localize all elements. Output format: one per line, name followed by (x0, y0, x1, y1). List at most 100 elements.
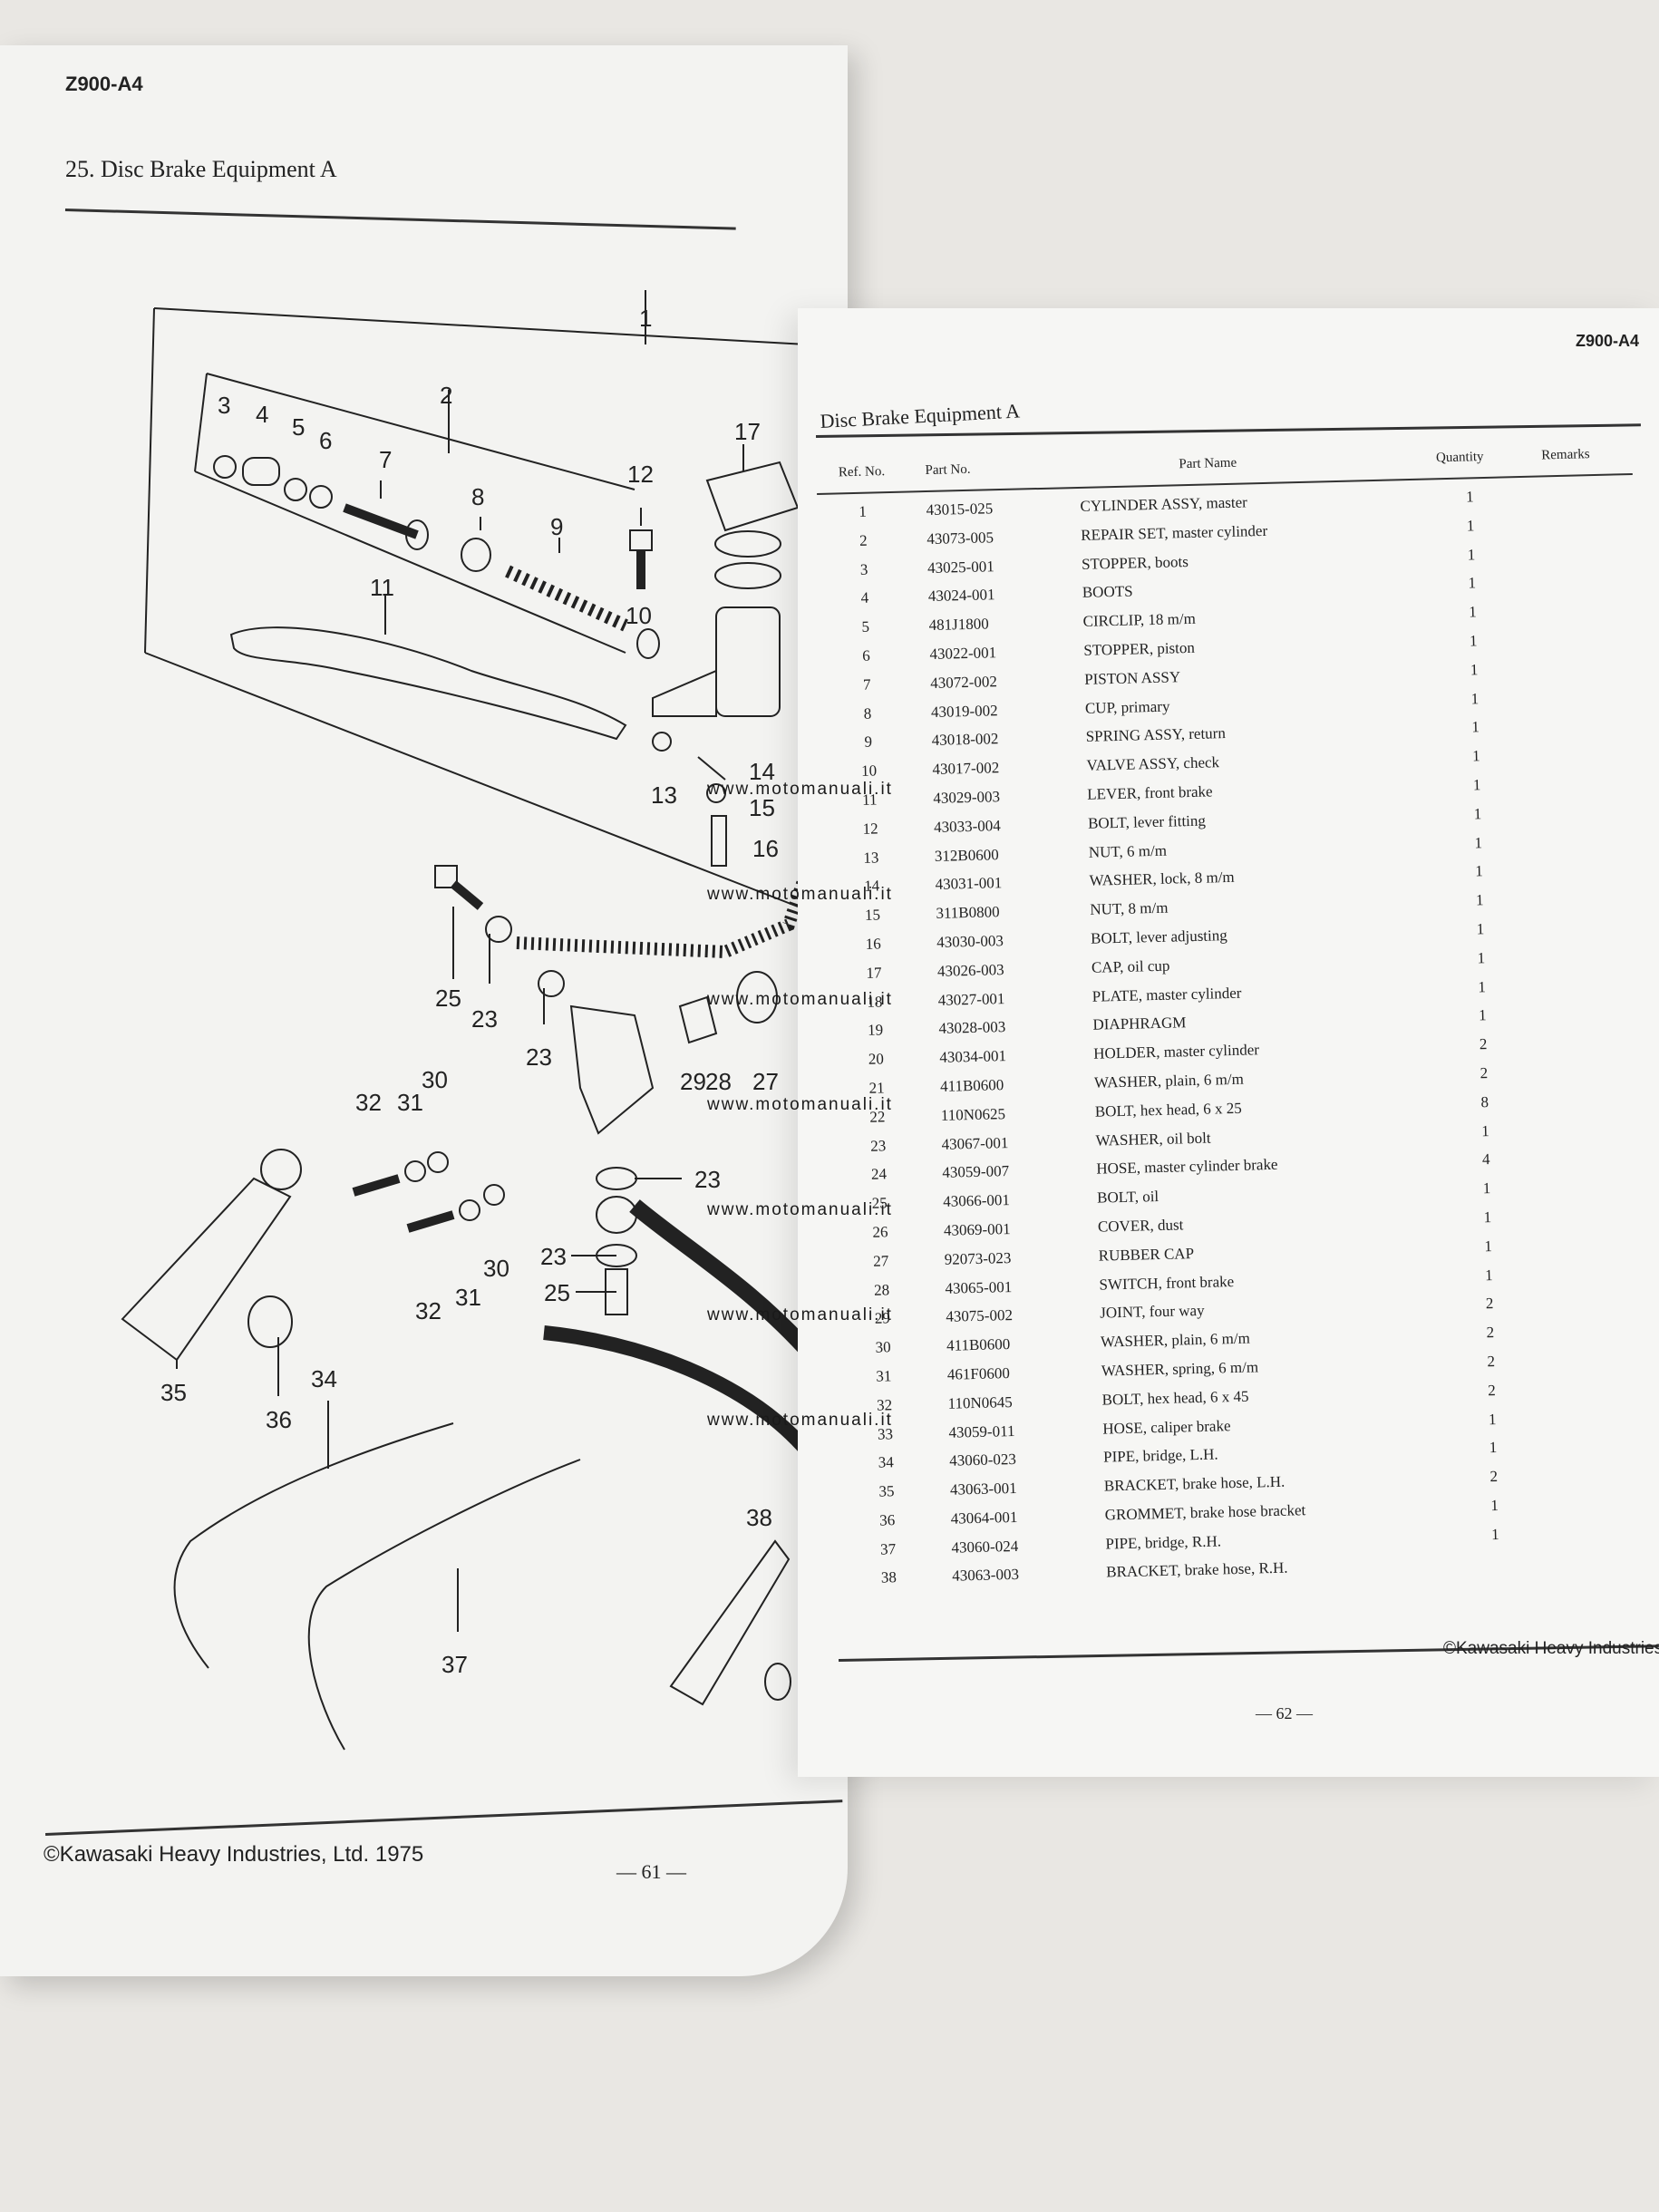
part-name-cell: REPAIR SET, master cylinder (1081, 521, 1268, 544)
callout-2: 2 (440, 382, 452, 409)
part-name-cell: SPRING ASSY, return (1085, 724, 1227, 746)
ref-cell: 10 (860, 762, 878, 781)
ref-cell: 3 (859, 560, 868, 578)
ref-cell: 31 (876, 1367, 892, 1385)
callout-15: 15 (749, 794, 775, 821)
callout-7: 7 (379, 446, 392, 473)
callout-38: 38 (746, 1504, 772, 1531)
left-footer: ©Kawasaki Heavy Industries, Ltd. 1975 (44, 1842, 424, 1867)
ref-cell: 37 (879, 1539, 897, 1558)
ref-cell: 9 (864, 732, 873, 752)
quantity-cell: 1 (1465, 488, 1474, 506)
part-name-cell: SWITCH, front brake (1099, 1272, 1235, 1294)
part-name-cell: BOLT, hex head, 6 x 45 (1101, 1387, 1249, 1409)
callout-6: 6 (319, 427, 332, 454)
callout-16: 16 (752, 835, 779, 862)
part-name-cell: CIRCLIP, 18 m/m (1082, 610, 1197, 631)
header-qty: Quantity (1435, 450, 1484, 466)
callout-9: 9 (550, 513, 563, 540)
ref-cell: 36 (879, 1511, 896, 1529)
quantity-cell: 2 (1486, 1324, 1495, 1342)
ref-cell: 13 (863, 849, 879, 867)
part-name-cell: WASHER, spring, 6 m/m (1101, 1358, 1259, 1380)
part-name-cell: WASHER, lock, 8 m/m (1089, 868, 1235, 890)
callout-17: 17 (734, 418, 761, 445)
quantity-cell: 1 (1471, 747, 1480, 765)
part-number-cell: 43073-005 (927, 529, 994, 548)
part-number-cell: 411B0600 (946, 1335, 1011, 1354)
part-name-cell: HOSE, caliper brake (1102, 1416, 1231, 1438)
callout-37: 37 (441, 1651, 468, 1678)
left-model-label: Z900-A4 (65, 73, 143, 95)
quantity-cell: 2 (1487, 1352, 1496, 1371)
ref-cell: 12 (862, 820, 878, 838)
part-name-cell: BRACKET, brake hose, R.H. (1106, 1559, 1288, 1582)
quantity-cell: 8 (1480, 1092, 1489, 1111)
quantity-cell: 1 (1475, 891, 1484, 909)
part-number-cell: 43059-007 (942, 1162, 1010, 1182)
quantity-cell: 2 (1489, 1468, 1499, 1486)
part-name-cell: BOOTS (1082, 582, 1133, 602)
left-page-number: — 61 — (616, 1860, 686, 1883)
quantity-cell: 1 (1470, 689, 1480, 708)
part-name-cell: VALVE ASSY, check (1086, 753, 1220, 774)
callout-4: 4 (256, 401, 268, 428)
callout-1: 1 (639, 305, 652, 332)
part-name-cell: CAP, oil cup (1091, 956, 1170, 976)
ref-cell: 34 (878, 1453, 894, 1471)
quantity-cell: 1 (1478, 1006, 1487, 1024)
parts-table: Ref. No. Part No. Part Name Quantity Rem… (816, 432, 1659, 1599)
ref-cell: 16 (865, 935, 881, 953)
ref-cell: 20 (868, 1050, 885, 1068)
callout-32b: 32 (415, 1297, 441, 1324)
part-number-cell: 43029-003 (933, 788, 1001, 807)
callout-14: 14 (749, 758, 775, 785)
quantity-cell: 1 (1471, 718, 1480, 736)
part-name-cell: LEVER, front brake (1087, 782, 1213, 803)
part-name-cell: NUT, 8 m/m (1090, 898, 1169, 918)
ref-cell: 4 (860, 589, 869, 607)
part-number-cell: 110N0645 (947, 1392, 1014, 1412)
callout-23c: 23 (694, 1166, 721, 1193)
callout-10: 10 (626, 602, 652, 629)
part-number-cell: 461F0600 (946, 1363, 1011, 1383)
quantity-cell: 1 (1484, 1237, 1493, 1255)
quantity-cell: 2 (1485, 1295, 1494, 1313)
quantity-cell: 1 (1469, 603, 1477, 621)
part-number-cell: 43065-001 (945, 1277, 1013, 1297)
header-ref: Ref. No. (838, 464, 886, 480)
part-number-cell: 43025-001 (927, 557, 995, 577)
quantity-cell: 1 (1470, 661, 1479, 679)
part-number-cell: 92073-023 (944, 1248, 1012, 1268)
quantity-cell: 1 (1469, 632, 1478, 650)
ref-cell: 2 (859, 531, 868, 549)
ref-cell: 30 (875, 1338, 891, 1356)
part-number-cell: 43067-001 (941, 1133, 1009, 1153)
watermark: www.motomanuali.it (707, 1095, 893, 1114)
part-number-cell: 43034-001 (939, 1047, 1007, 1067)
callout-34: 34 (311, 1365, 337, 1392)
part-name-cell: STOPPER, boots (1081, 552, 1189, 573)
header-remarks: Remarks (1541, 447, 1590, 463)
ref-cell: 1 (859, 502, 868, 520)
part-name-cell: NUT, 6 m/m (1088, 841, 1168, 861)
quantity-cell: 1 (1473, 804, 1482, 823)
quantity-cell: 4 (1481, 1150, 1490, 1169)
quantity-cell: 1 (1490, 1525, 1499, 1543)
part-name-cell: BOLT, hex head, 6 x 25 (1094, 1099, 1242, 1121)
part-number-cell: 311B0800 (936, 903, 1000, 923)
callout-36: 36 (266, 1406, 292, 1433)
ref-cell: 6 (861, 646, 870, 665)
ref-cell: 38 (880, 1568, 897, 1587)
part-number-cell: 43063-003 (952, 1566, 1020, 1586)
header-part: Part No. (925, 461, 971, 479)
quantity-cell: 1 (1477, 948, 1486, 967)
callout-23: 23 (471, 1005, 498, 1033)
part-name-cell: PISTON ASSY (1083, 668, 1181, 688)
ref-cell: 27 (873, 1252, 889, 1270)
quantity-cell: 1 (1475, 862, 1483, 880)
quantity-cell: 1 (1474, 833, 1483, 851)
quantity-cell: 1 (1466, 517, 1475, 535)
part-name-cell: CUP, primary (1084, 697, 1170, 717)
